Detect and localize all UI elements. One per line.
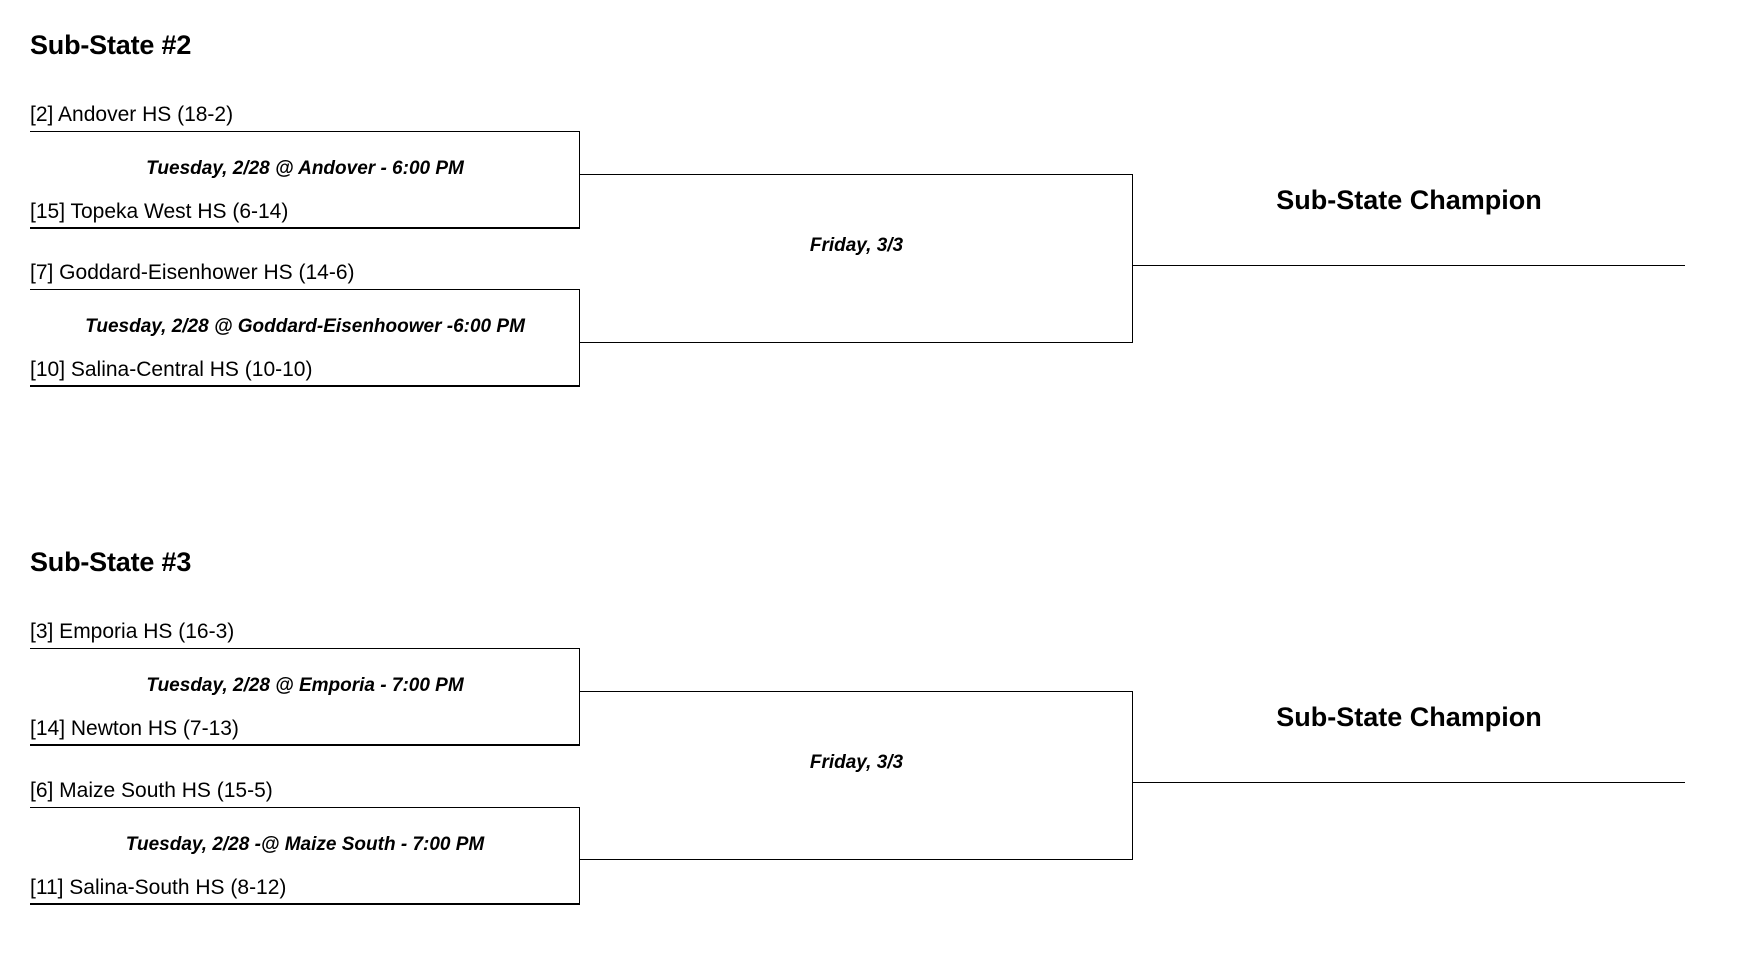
team-slot-topeka-west: [15] Topeka West HS (6-14) bbox=[30, 200, 289, 223]
champion-label-sub-state-2: Sub-State Champion bbox=[1276, 185, 1542, 215]
round2-box-game-6 bbox=[580, 691, 1133, 860]
team-slot-andover: [2] Andover HS (18-2) bbox=[30, 103, 234, 126]
champion-line-sub-state-3 bbox=[1133, 782, 1685, 783]
section-title-sub-state-3: Sub-State #3 bbox=[30, 547, 192, 577]
section-title-sub-state-2: Sub-State #2 bbox=[30, 30, 192, 60]
team-slot-maize-south: [6] Maize South HS (15-5) bbox=[30, 779, 273, 802]
team-underline-salina-south bbox=[30, 904, 580, 905]
team-slot-salina-central: [10] Salina-Central HS (10-10) bbox=[30, 358, 313, 381]
team-underline-salina-central bbox=[30, 386, 580, 387]
game-info-game-6: Friday, 3/3 bbox=[809, 752, 904, 773]
team-slot-emporia: [3] Emporia HS (16-3) bbox=[30, 620, 235, 643]
game-info-game-1: Tuesday, 2/28 @ Andover - 6:00 PM bbox=[146, 158, 464, 179]
game-info-game-5: Tuesday, 2/28 -@ Maize South - 7:00 PM bbox=[125, 834, 485, 855]
game-box-game-2 bbox=[30, 289, 580, 386]
team-underline-newton bbox=[30, 745, 580, 746]
game-box-game-4 bbox=[30, 648, 580, 745]
champion-label-sub-state-3: Sub-State Champion bbox=[1276, 702, 1542, 732]
team-slot-goddard-eisenhower: [7] Goddard-Eisenhower HS (14-6) bbox=[30, 261, 355, 284]
team-underline-topeka-west bbox=[30, 228, 580, 229]
game-info-game-3: Friday, 3/3 bbox=[809, 235, 904, 256]
team-slot-salina-south: [11] Salina-South HS (8-12) bbox=[30, 876, 287, 899]
game-box-game-1 bbox=[30, 131, 580, 228]
team-slot-newton: [14] Newton HS (7-13) bbox=[30, 717, 239, 740]
champion-line-sub-state-2 bbox=[1133, 265, 1685, 266]
game-info-game-2: Tuesday, 2/28 @ Goddard-Eisenhoower -6:0… bbox=[85, 316, 525, 337]
game-box-game-5 bbox=[30, 807, 580, 904]
round2-box-game-3 bbox=[580, 174, 1133, 343]
game-info-game-4: Tuesday, 2/28 @ Emporia - 7:00 PM bbox=[146, 675, 464, 696]
